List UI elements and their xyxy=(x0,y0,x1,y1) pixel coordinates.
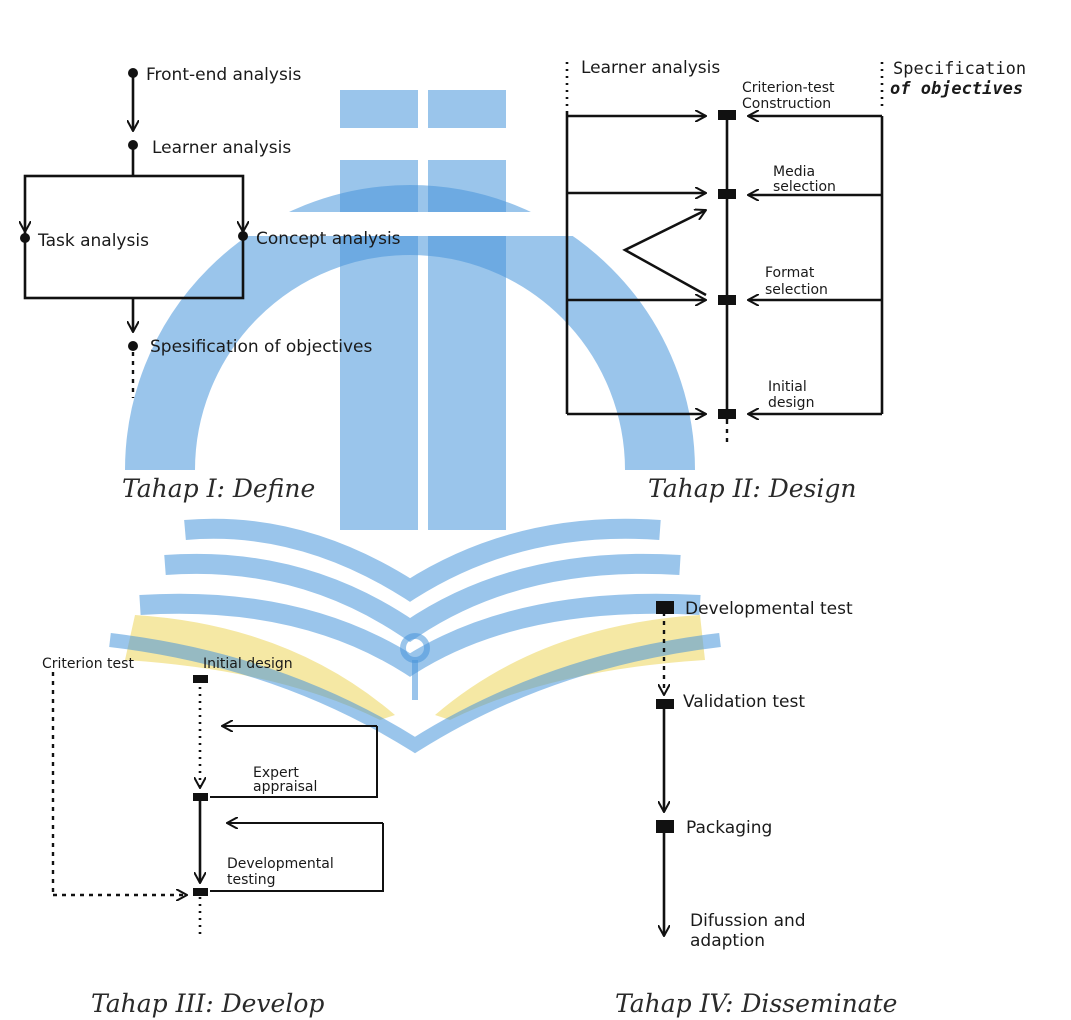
node-devtest xyxy=(656,601,674,614)
node-validation xyxy=(656,699,674,709)
label-media-2: selection xyxy=(773,179,836,195)
caption-develop: Tahap III: Develop xyxy=(91,989,324,1018)
watermark-logo xyxy=(110,90,720,745)
node-learner xyxy=(128,140,138,150)
node-expert xyxy=(193,793,208,801)
node-initial-design xyxy=(193,675,208,683)
label-packaging: Packaging xyxy=(686,818,772,838)
label-criterion-2: Construction xyxy=(742,96,831,112)
label-expert-2: appraisal xyxy=(253,779,317,795)
label-initial-2: design xyxy=(768,395,814,411)
label-spec-2: of objectives xyxy=(890,79,1023,99)
label-task-analysis: Task analysis xyxy=(37,231,149,251)
node-format xyxy=(718,295,736,305)
label-criterion-test: Criterion test xyxy=(42,656,134,672)
node-concept xyxy=(238,231,248,241)
label-format-2: selection xyxy=(765,282,828,298)
stage-develop: Criterion test Initial design Expert app… xyxy=(42,656,383,1018)
label-front-end: Front-end analysis xyxy=(146,65,302,85)
label-initial-design: Initial design xyxy=(203,656,293,672)
label-criterion-1: Criterion-test xyxy=(742,80,835,96)
caption-define: Tahap I: Define xyxy=(122,474,315,503)
node-task xyxy=(20,233,30,243)
node-media xyxy=(718,189,736,199)
label-format-1: Format xyxy=(765,265,815,281)
label-diffusion-2: adaption xyxy=(690,931,765,951)
node-packaging xyxy=(656,820,674,833)
caption-disseminate: Tahap IV: Disseminate xyxy=(615,989,897,1018)
label-concept-analysis: Concept analysis xyxy=(256,229,401,249)
label-spec-1: Specification xyxy=(893,59,1026,79)
label-validation-test: Validation test xyxy=(683,692,805,712)
label-objectives: Spesification of objectives xyxy=(150,337,372,357)
caption-design: Tahap II: Design xyxy=(648,474,856,503)
node-objectives xyxy=(128,341,138,351)
label-learner-analysis: Learner analysis xyxy=(152,138,291,158)
label-developmental-test: Developmental test xyxy=(685,599,853,619)
label-initial-1: Initial xyxy=(768,379,807,395)
label-devtest-2: testing xyxy=(227,872,276,888)
node-front-end xyxy=(128,68,138,78)
label-media-1: Media xyxy=(773,164,815,180)
node-criterion xyxy=(718,110,736,120)
label-devtest-1: Developmental xyxy=(227,856,334,872)
watermark-band-2 xyxy=(150,212,690,236)
node-devtesting xyxy=(193,888,208,896)
node-initial xyxy=(718,409,736,419)
label-diffusion-1: Difussion and xyxy=(690,911,806,931)
label-learner-analysis-2: Learner analysis xyxy=(581,58,720,78)
